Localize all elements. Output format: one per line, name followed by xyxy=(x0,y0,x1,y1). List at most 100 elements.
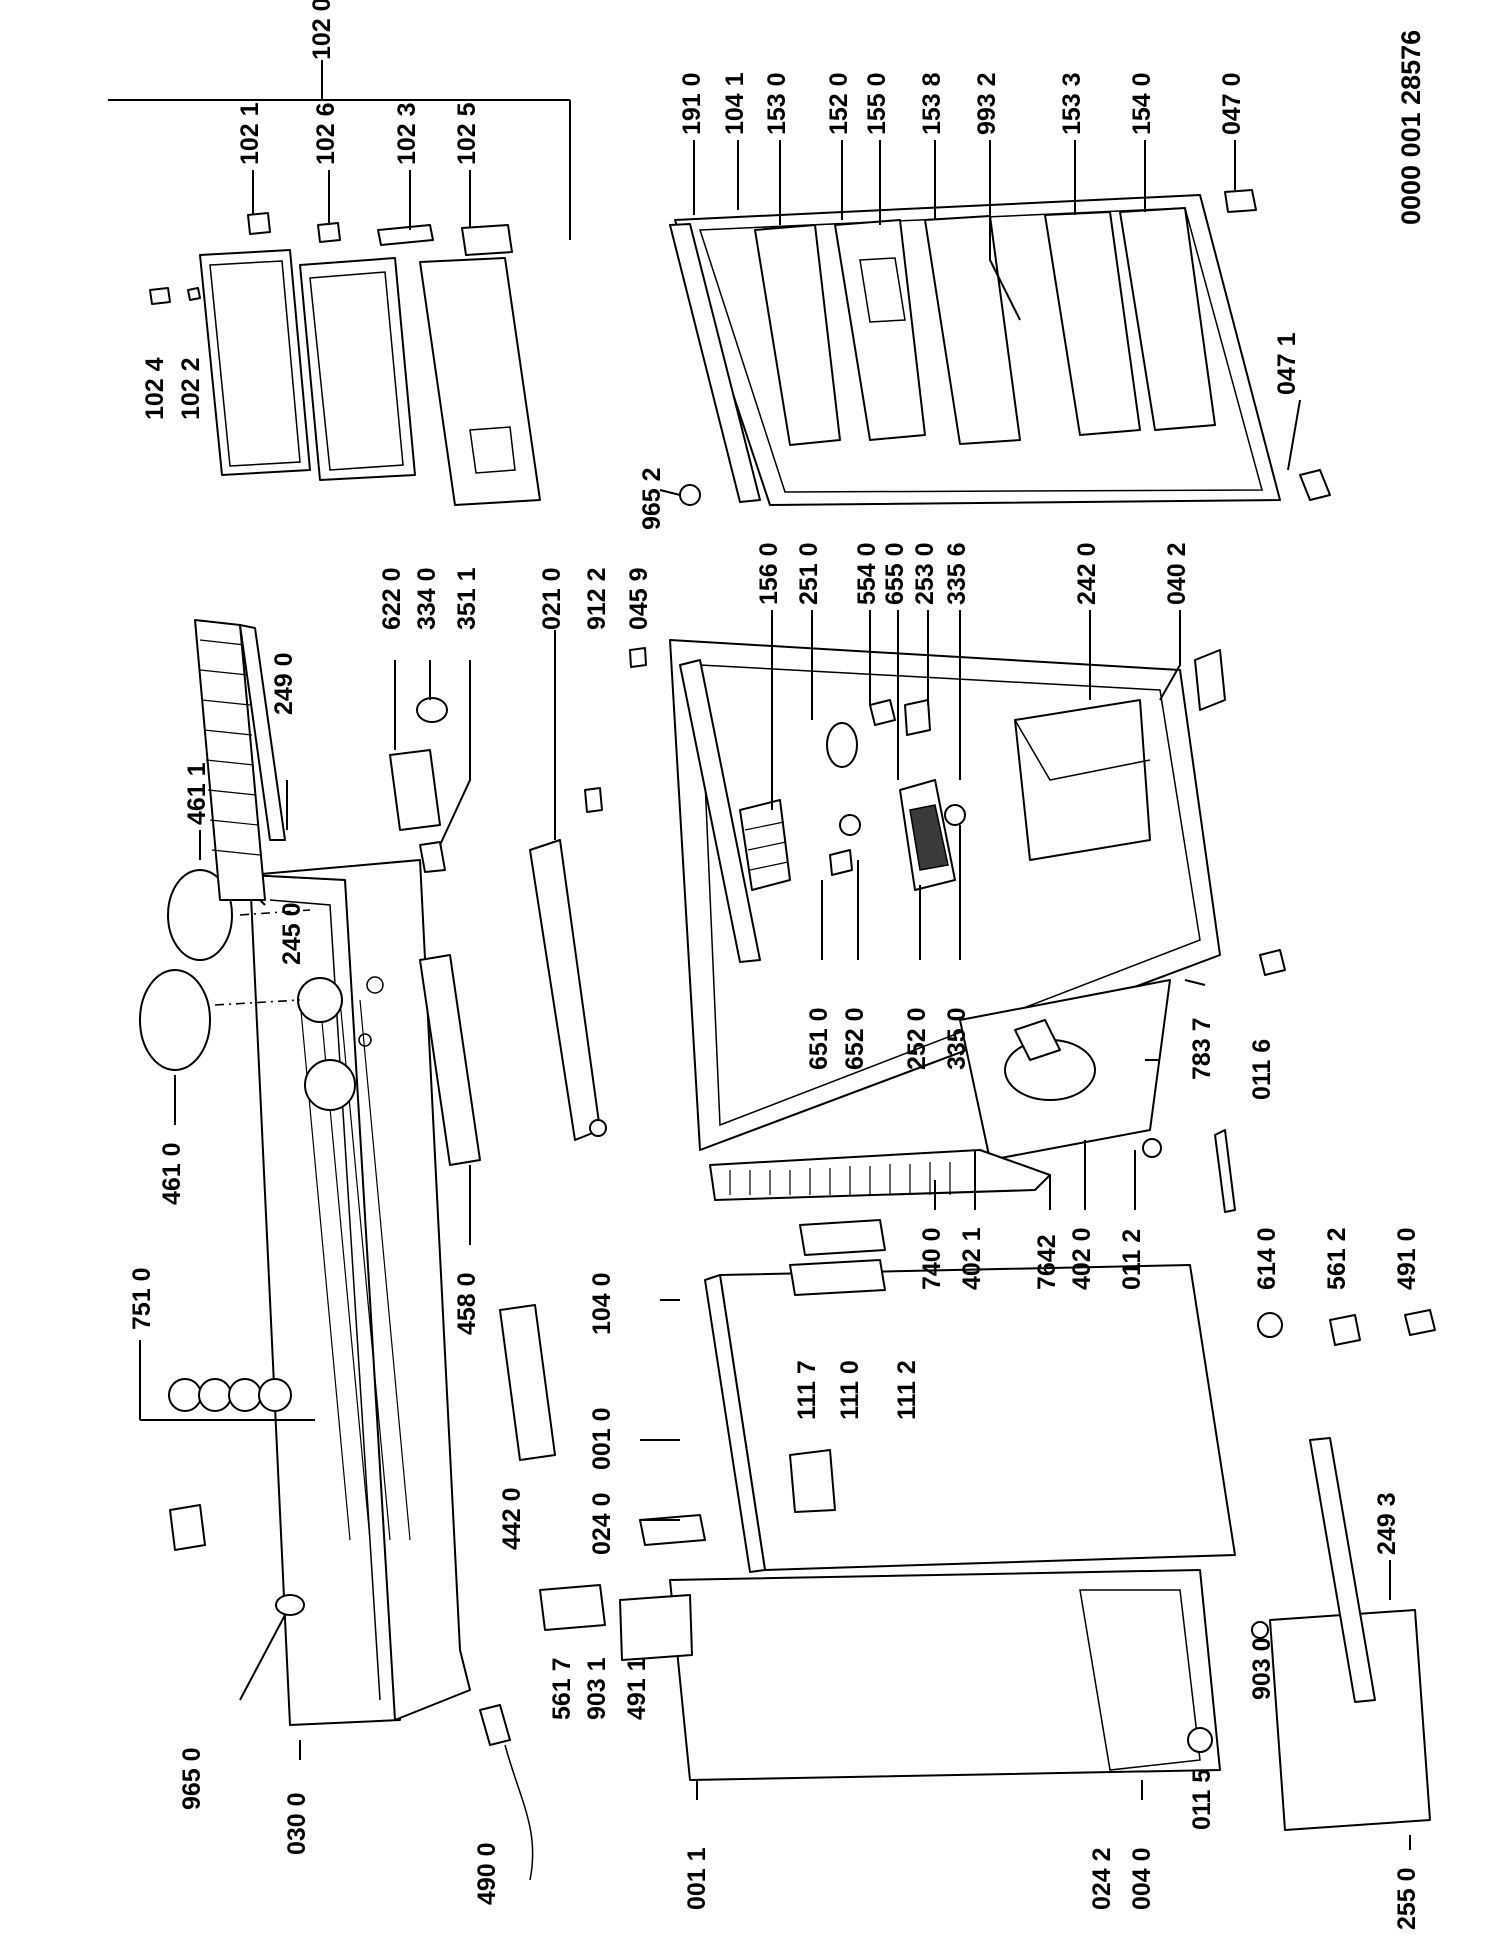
label-255-0: 255 0 xyxy=(1393,1867,1421,1930)
door-small-bracket xyxy=(149,287,171,305)
rail-249-3 xyxy=(1309,1437,1376,1703)
label-155-0: 155 0 xyxy=(863,72,891,135)
fan-motor xyxy=(169,1504,206,1551)
label-655-0: 655 0 xyxy=(881,542,909,605)
condenser xyxy=(709,1149,1051,1201)
label-011-2: 011 2 xyxy=(1118,1229,1146,1290)
ice-tray xyxy=(739,799,791,891)
door-bin-2 xyxy=(834,219,926,441)
fan-ring-2 xyxy=(198,1378,232,1412)
label-491-1: 491 1 xyxy=(623,1657,651,1720)
power-cord xyxy=(504,1744,534,1881)
label-154-0: 154 0 xyxy=(1128,72,1156,135)
handle-111-0 xyxy=(789,1259,886,1296)
label-903-1: 903 1 xyxy=(583,1657,611,1720)
label-402-1: 402 1 xyxy=(958,1227,986,1290)
handle-111-7 xyxy=(789,1449,836,1513)
label-491-0: 491 0 xyxy=(1393,1227,1421,1290)
label-152-0: 152 0 xyxy=(825,72,853,135)
label-554-0: 554 0 xyxy=(853,542,881,605)
foot-965-0 xyxy=(275,1594,305,1616)
label-191-0: 191 0 xyxy=(678,72,706,135)
door-cover-plate xyxy=(461,224,513,256)
foot-011-5 xyxy=(1187,1727,1213,1753)
label-622-0: 622 0 xyxy=(378,567,406,630)
fan-ring-1 xyxy=(168,1378,202,1412)
label-104-0: 104 0 xyxy=(588,1272,616,1335)
label-102-5: 102 5 xyxy=(453,102,481,165)
side-panel xyxy=(669,1569,1221,1781)
label-102-6: 102 6 xyxy=(312,102,340,165)
cabinet-side-panels xyxy=(139,1219,1436,1881)
door-stop xyxy=(1224,189,1257,213)
label-442-0: 442 0 xyxy=(498,1487,526,1550)
foot-011-6 xyxy=(1259,949,1286,976)
shelf-trim xyxy=(239,624,286,841)
label-249-0: 249 0 xyxy=(270,652,298,715)
label-011-5: 011 5 xyxy=(1188,1769,1216,1830)
door-handle-recess xyxy=(469,426,516,474)
document-code: 0000 001 28576 xyxy=(1396,30,1426,225)
label-402-0: 402 0 xyxy=(1068,1227,1096,1290)
door-pin xyxy=(187,287,201,301)
label-253-0: 253 0 xyxy=(911,542,939,605)
label-751-0: 751 0 xyxy=(128,1267,156,1330)
wire-shelf xyxy=(194,619,266,901)
label-912-2: 912 2 xyxy=(583,567,611,630)
lamp-cover xyxy=(904,699,931,736)
egg-tray xyxy=(859,257,906,323)
block-491-1 xyxy=(619,1594,693,1661)
side-panel-corner xyxy=(1079,1589,1201,1771)
block-024-0 xyxy=(639,1514,706,1546)
label-252-0: 252 0 xyxy=(903,1007,931,1070)
thermostat-group xyxy=(389,660,471,873)
foot-011-2 xyxy=(1142,1138,1162,1158)
shelves xyxy=(194,619,288,906)
light-switch xyxy=(944,804,966,826)
label-024-2: 024 2 xyxy=(1088,1847,1116,1910)
box-561-7 xyxy=(539,1584,606,1631)
label-047-0: 047 0 xyxy=(1218,72,1246,135)
label-001-1: 001 1 xyxy=(683,1847,711,1910)
label-249-3: 249 3 xyxy=(1373,1492,1401,1555)
label-004-0: 004 0 xyxy=(1128,1847,1156,1910)
knob-461-0 xyxy=(139,969,211,1071)
label-021-0: 021 0 xyxy=(538,567,566,630)
hinge-040-2 xyxy=(1194,649,1226,711)
label-242-0: 242 0 xyxy=(1073,542,1101,605)
plinth xyxy=(419,954,481,1166)
label-461-1: 461 1 xyxy=(183,762,211,825)
part-561-2 xyxy=(1329,1314,1361,1346)
door-screw xyxy=(679,484,701,506)
bracket-783-7 xyxy=(1214,1129,1236,1213)
knob-461-1 xyxy=(167,869,233,961)
label-153-3: 153 3 xyxy=(1058,72,1086,135)
thermostat-knob xyxy=(416,697,448,723)
label-104-1: 104 1 xyxy=(721,72,749,135)
door-bin-1 xyxy=(754,224,841,446)
label-102-0: 102 0 xyxy=(308,0,336,60)
clip-903-0 xyxy=(1251,1621,1269,1639)
label-740-0: 740 0 xyxy=(918,1227,946,1290)
worktop-hole-2 xyxy=(297,977,343,1023)
relay xyxy=(1014,1019,1061,1061)
label-102-4: 102 4 xyxy=(141,357,169,420)
part-labels: 102 0 102 1 102 6 102 3 102 5 102 4 102 … xyxy=(128,0,1426,1930)
label-490-0: 490 0 xyxy=(473,1842,501,1905)
label-251-0: 251 0 xyxy=(795,542,823,605)
label-153-0: 153 0 xyxy=(763,72,791,135)
door-hinge-clip xyxy=(247,212,271,235)
cabinet-flange xyxy=(679,659,761,963)
base-plate-255-0 xyxy=(1269,1609,1431,1831)
label-614-0: 614 0 xyxy=(1253,1227,1281,1290)
plug-490-0 xyxy=(479,1704,511,1746)
label-040-2: 040 2 xyxy=(1163,542,1191,605)
thermostat xyxy=(389,749,441,831)
label-351-1: 351 1 xyxy=(453,567,481,630)
part-491-0 xyxy=(1404,1309,1436,1336)
door-bin-5 xyxy=(1119,207,1216,431)
fan-ring-4 xyxy=(258,1378,292,1412)
label-102-3: 102 3 xyxy=(393,102,421,165)
label-903-0: 903 0 xyxy=(1248,1637,1276,1700)
